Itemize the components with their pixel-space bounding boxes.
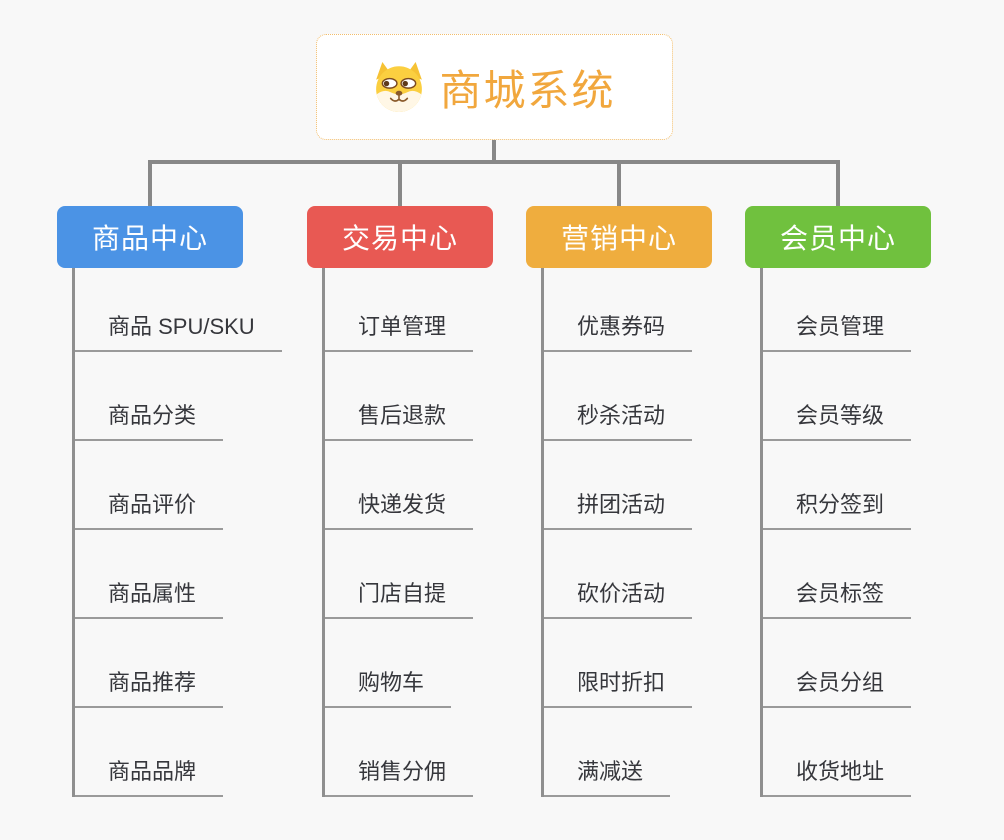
leaf-node[interactable]: 会员等级	[763, 398, 912, 441]
leaf-node[interactable]: 商品 SPU/SKU	[75, 309, 282, 352]
leaf-node[interactable]: 商品分类	[75, 398, 224, 441]
leaf-node[interactable]: 会员管理	[763, 309, 912, 352]
connector-branch-stub	[836, 160, 840, 206]
leaf-node[interactable]: 商品属性	[75, 576, 224, 619]
branch-spine: 商品 SPU/SKU 商品分类 商品评价 商品属性 商品推荐 商品品牌	[72, 268, 282, 797]
leaf-node[interactable]: 销售分佣	[325, 754, 474, 797]
branch-header-member-center[interactable]: 会员中心	[745, 206, 931, 268]
root-title: 商城系统	[439, 66, 616, 114]
branch-member-center: 会员中心 会员管理 会员等级 积分签到 会员标签 会员分组 收货地址	[745, 206, 931, 797]
leaf-node[interactable]: 满减送	[544, 754, 671, 797]
branch-spine: 订单管理 售后退款 快递发货 门店自提 购物车 销售分佣	[322, 268, 493, 797]
leaf-node[interactable]: 会员分组	[763, 665, 912, 708]
leaf-node[interactable]: 砍价活动	[544, 576, 693, 619]
leaf-node[interactable]: 购物车	[325, 665, 452, 708]
branch-marketing-center: 营销中心 优惠券码 秒杀活动 拼团活动 砍价活动 限时折扣 满减送	[526, 206, 712, 797]
shiba-dog-icon	[373, 61, 425, 113]
leaf-node[interactable]: 快递发货	[325, 487, 474, 530]
connector-branch-stub	[398, 160, 402, 206]
root-node[interactable]: 商城系统	[316, 34, 673, 140]
leaf-node[interactable]: 收货地址	[763, 754, 912, 797]
leaf-node[interactable]: 门店自提	[325, 576, 474, 619]
branch-spine: 会员管理 会员等级 积分签到 会员标签 会员分组 收货地址	[760, 268, 931, 797]
leaf-node[interactable]: 商品品牌	[75, 754, 224, 797]
leaf-node[interactable]: 商品评价	[75, 487, 224, 530]
leaf-node[interactable]: 秒杀活动	[544, 398, 693, 441]
leaf-node[interactable]: 限时折扣	[544, 665, 693, 708]
leaf-node[interactable]: 积分签到	[763, 487, 912, 530]
leaf-node[interactable]: 售后退款	[325, 398, 474, 441]
leaf-node[interactable]: 拼团活动	[544, 487, 693, 530]
connector-horizontal	[148, 160, 840, 164]
branch-spine: 优惠券码 秒杀活动 拼团活动 砍价活动 限时折扣 满减送	[541, 268, 712, 797]
branch-goods-center: 商品中心 商品 SPU/SKU 商品分类 商品评价 商品属性 商品推荐 商品品牌	[57, 206, 282, 797]
connector-root-stub	[492, 140, 496, 164]
branch-header-trade-center[interactable]: 交易中心	[307, 206, 493, 268]
connector-branch-stub	[148, 160, 152, 206]
connector-branch-stub	[617, 160, 621, 206]
leaf-node[interactable]: 商品推荐	[75, 665, 224, 708]
leaf-node[interactable]: 订单管理	[325, 309, 474, 352]
leaf-node[interactable]: 会员标签	[763, 576, 912, 619]
leaf-node[interactable]: 优惠券码	[544, 309, 693, 352]
branch-header-goods-center[interactable]: 商品中心	[57, 206, 243, 268]
branch-trade-center: 交易中心 订单管理 售后退款 快递发货 门店自提 购物车 销售分佣	[307, 206, 493, 797]
branch-header-marketing-center[interactable]: 营销中心	[526, 206, 712, 268]
